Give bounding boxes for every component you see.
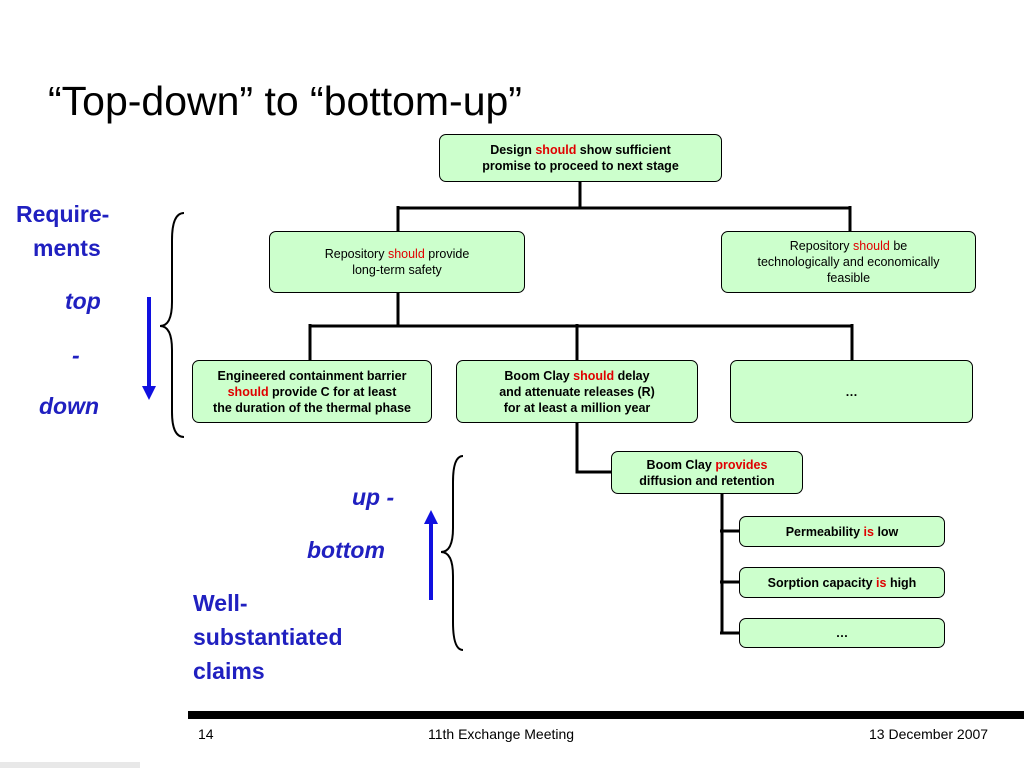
node-ellipsis-level5: …	[739, 618, 945, 648]
label-claims-line3: claims	[193, 658, 265, 684]
bottom-strip	[0, 762, 140, 768]
footer-date: 13 December 2007	[869, 726, 989, 742]
label-requirements-line2: ments	[33, 235, 101, 261]
label-up: up -	[352, 484, 395, 510]
node-sorption: Sorption capacity is high	[739, 567, 945, 598]
label-claims-line2: substantiated	[193, 624, 343, 650]
label-requirements-line1: Require-	[16, 201, 110, 227]
up-arrow-icon	[424, 510, 438, 600]
node-permeability: Permeability is low	[739, 516, 945, 547]
footer-page-number: 14	[198, 726, 214, 742]
claims-brace	[440, 455, 464, 651]
label-claims-line1: Well-	[193, 590, 248, 616]
label-dash: -	[72, 342, 80, 368]
slide-title: “Top-down” to “bottom-up”	[48, 78, 522, 124]
footer-bar	[188, 711, 1024, 719]
requirements-brace	[159, 212, 185, 438]
label-bottom: bottom	[307, 537, 385, 563]
label-top: top	[65, 288, 101, 314]
label-down: down	[39, 393, 100, 419]
down-arrow-icon	[142, 297, 156, 400]
footer-event: 11th Exchange Meeting	[428, 726, 575, 742]
node-ellipsis-level3: …	[730, 360, 973, 423]
